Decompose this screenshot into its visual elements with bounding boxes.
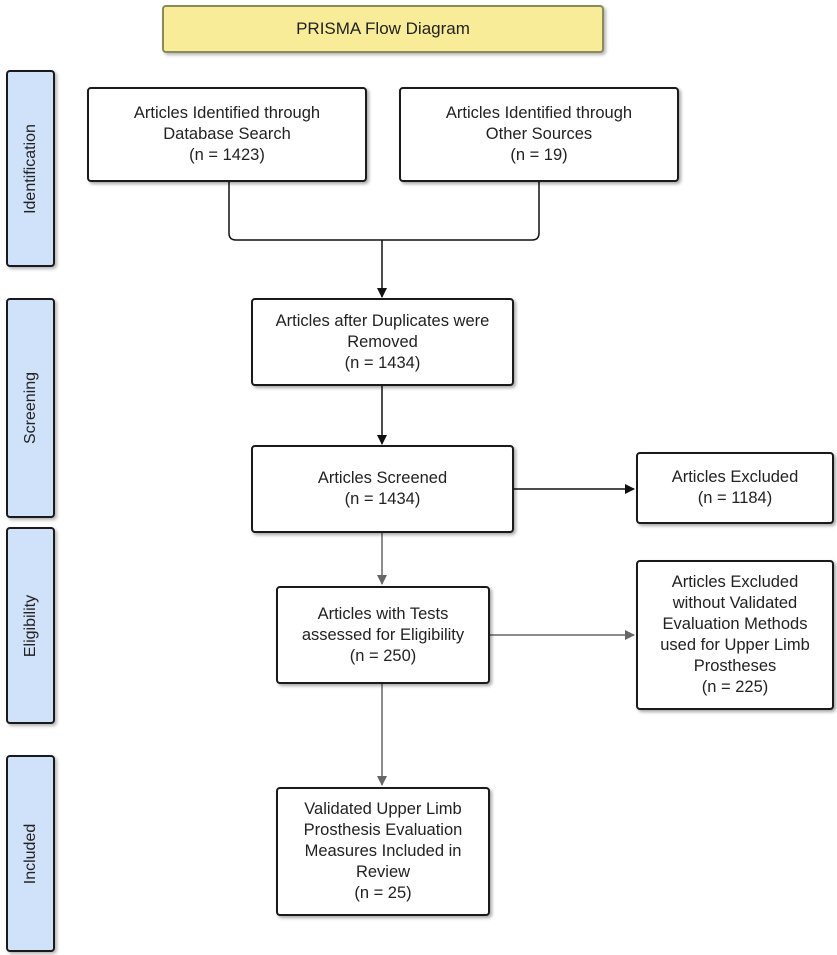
phase-included: Included bbox=[6, 755, 55, 952]
box-screened-count: (n = 1434) bbox=[344, 490, 421, 508]
box-excluded-without-validated-line2: without Validated bbox=[672, 594, 798, 612]
box-excluded-without-validated-line1: Articles Excluded bbox=[671, 573, 799, 591]
box-eligibility-count: (n = 250) bbox=[349, 646, 417, 665]
box-duplicates-removed-count: (n = 1434) bbox=[344, 353, 421, 372]
box-other-sources-count: (n = 19) bbox=[510, 146, 568, 164]
box-excluded-without-validated-count: (n = 225) bbox=[701, 678, 769, 696]
box-included-line3: Measures Included in bbox=[304, 842, 462, 860]
box-excluded: Articles Excluded (n = 1184) bbox=[636, 452, 834, 524]
box-duplicates-removed: Articles after Duplicates were Removed (… bbox=[251, 298, 514, 386]
box-database-search-line2: Database Search bbox=[163, 125, 291, 143]
box-other-sources-line1: Articles Identified through bbox=[445, 104, 633, 122]
box-included-line2: Prosthesis Evaluation bbox=[303, 821, 463, 839]
box-screened-line1: Articles Screened bbox=[317, 469, 448, 487]
box-excluded-line1: Articles Excluded bbox=[671, 468, 799, 486]
box-database-search-line1: Articles Identified through bbox=[133, 104, 321, 122]
box-included-line4: Review bbox=[355, 863, 411, 881]
box-eligibility-line1: Articles with Tests bbox=[317, 604, 449, 623]
box-duplicates-removed-line2: Removed bbox=[347, 332, 418, 351]
box-duplicates-removed-line1: Articles after Duplicates were bbox=[275, 311, 490, 330]
box-excluded-without-validated-line4: used for Upper Limb bbox=[660, 636, 810, 654]
diagram-title-text: PRISMA Flow Diagram bbox=[296, 19, 470, 38]
box-excluded-count: (n = 1184) bbox=[697, 489, 773, 507]
phase-identification: Identification bbox=[6, 70, 55, 267]
box-other-sources: Articles Identified through Other Source… bbox=[399, 87, 679, 182]
merge-connector bbox=[228, 182, 540, 241]
box-included-line1: Validated Upper Limb bbox=[304, 800, 462, 818]
box-other-sources-line2: Other Sources bbox=[485, 125, 593, 143]
box-database-search-count: (n = 1423) bbox=[189, 146, 265, 164]
phase-eligibility: Eligibility bbox=[6, 527, 55, 724]
box-eligibility-line2: assessed for Eligibility bbox=[301, 625, 465, 644]
box-eligibility: Articles with Tests assessed for Eligibi… bbox=[276, 586, 490, 684]
box-excluded-without-validated: Articles Excluded without Validated Eval… bbox=[636, 560, 834, 710]
diagram-title: PRISMA Flow Diagram bbox=[162, 5, 604, 53]
box-included-count: (n = 25) bbox=[354, 884, 412, 902]
box-screened: Articles Screened (n = 1434) bbox=[251, 445, 514, 533]
box-excluded-without-validated-line5: Prostheses bbox=[693, 657, 777, 675]
box-included: Validated Upper Limb Prosthesis Evaluati… bbox=[276, 787, 490, 916]
box-database-search: Articles Identified through Database Sea… bbox=[87, 87, 367, 182]
phase-screening: Screening bbox=[6, 298, 55, 518]
box-excluded-without-validated-line3: Evaluation Methods bbox=[662, 615, 808, 633]
